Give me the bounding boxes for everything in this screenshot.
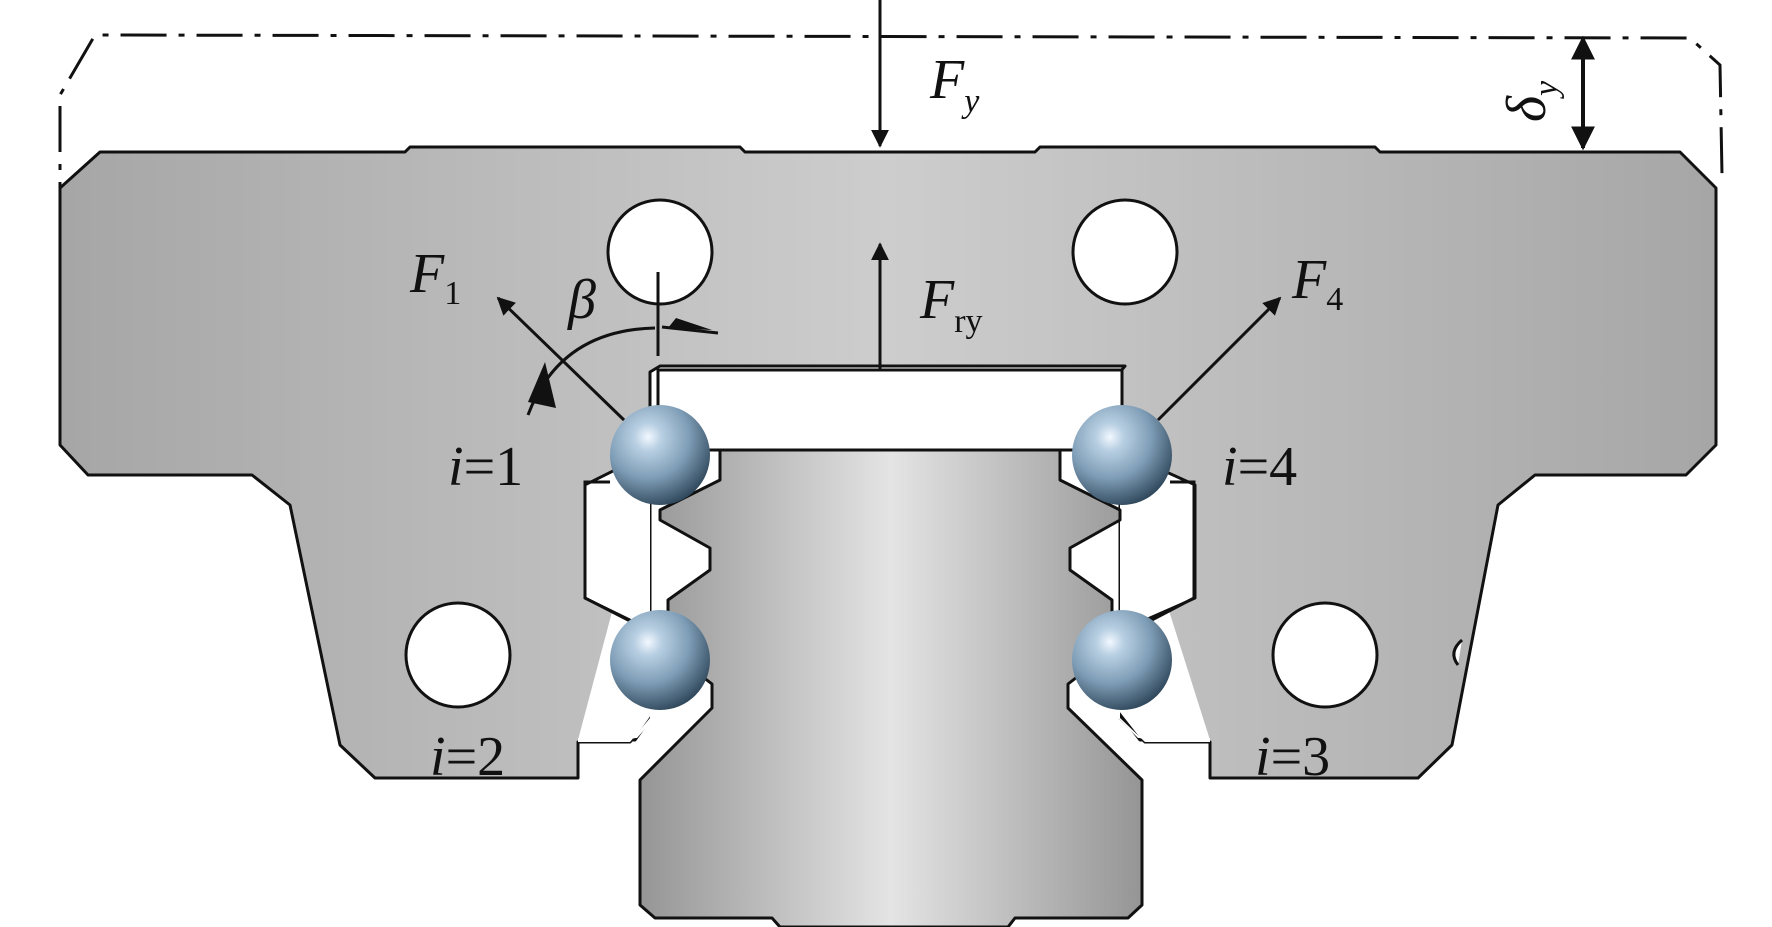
force-1-label: F1 <box>409 243 461 312</box>
left-channel-fill <box>578 450 660 742</box>
mounting-hole <box>606 198 714 306</box>
deflection-label: δy <box>1496 80 1565 122</box>
force-1-arrow <box>496 296 626 422</box>
ball-1 <box>610 405 710 505</box>
ball-2-label: i=2 <box>430 726 505 788</box>
ball-1-label: i=1 <box>448 436 523 498</box>
right-channel-fill <box>1112 450 1210 742</box>
side-notch <box>1452 638 1464 666</box>
beta-arc-head-left <box>528 362 556 408</box>
guide-rail <box>638 448 1144 927</box>
force-ry-label: Fry <box>919 269 983 340</box>
angle-beta-label: β <box>567 269 596 331</box>
top-gap <box>656 368 1124 452</box>
mounting-hole <box>1271 601 1379 709</box>
mounting-hole <box>1071 198 1179 306</box>
beta-tick <box>661 325 719 335</box>
force-y-label: Fy <box>929 49 980 120</box>
ball-3 <box>1072 610 1172 710</box>
ball-3-label: i=3 <box>1255 726 1330 788</box>
ball-4-label: i=4 <box>1222 436 1297 498</box>
ball-2 <box>610 610 710 710</box>
ball-4 <box>1072 405 1172 505</box>
mounting-hole <box>404 601 512 709</box>
force-4-label: F4 <box>1291 249 1343 318</box>
deflected-outline <box>58 33 1724 228</box>
force-4-arrow <box>1156 296 1282 422</box>
beta-arc-head-right <box>668 318 712 330</box>
